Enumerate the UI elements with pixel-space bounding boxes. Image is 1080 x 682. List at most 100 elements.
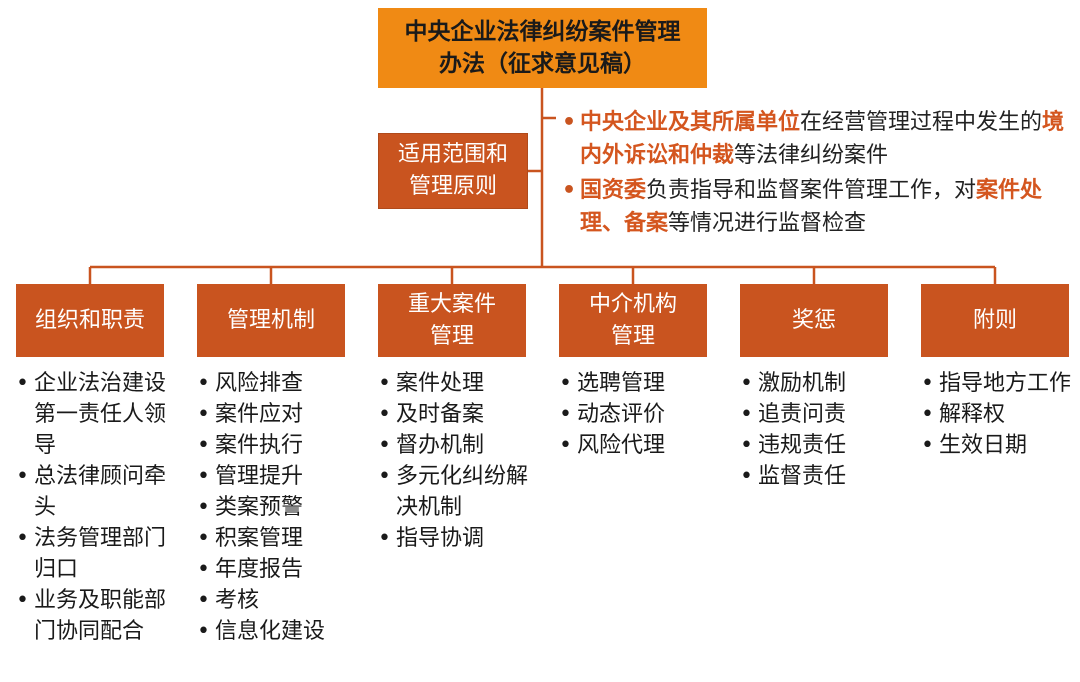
bullet-dot-icon: • bbox=[197, 433, 210, 458]
bullet-dot-icon: • bbox=[16, 371, 29, 396]
bullet-dot-icon: • bbox=[921, 402, 934, 427]
list-item-text: 风险代理 bbox=[577, 433, 666, 458]
category-list-1: •企业法治建设第一责任人领导 •总法律顾问牵头 •法务管理部门归口 •业务及职能… bbox=[14, 368, 166, 647]
scope-title: 适用范围和 管理原则 bbox=[397, 142, 508, 199]
category-title: 中介机构 管理 bbox=[588, 291, 677, 349]
list-item: •案件处理 bbox=[376, 368, 536, 399]
list-item: •案件执行 bbox=[195, 430, 365, 461]
bullet-dot-icon: • bbox=[197, 464, 210, 489]
list-item: •指导地方工作 bbox=[919, 368, 1071, 399]
bullet-dot-icon: • bbox=[378, 433, 391, 458]
list-item: •考核 bbox=[195, 585, 365, 616]
list-item-text: 案件执行 bbox=[215, 433, 304, 458]
bullet-dot-icon: • bbox=[378, 464, 391, 489]
list-item-text: 及时备案 bbox=[396, 402, 485, 427]
list-item: •法务管理部门归口 bbox=[14, 523, 166, 585]
list-item-text: 法务管理部门归口 bbox=[34, 526, 167, 582]
category-list-6: •指导地方工作 •解释权 •生效日期 bbox=[919, 368, 1071, 461]
list-item: •案件应对 bbox=[195, 399, 365, 430]
bullet-highlight: 国资委 bbox=[580, 178, 647, 203]
list-item: •业务及职能部门协同配合 bbox=[14, 585, 166, 647]
category-title: 重大案件 管理 bbox=[407, 291, 496, 349]
list-item: •督办机制 bbox=[376, 430, 536, 461]
bullet-dot-icon: • bbox=[197, 402, 210, 427]
scope-bullet: •国资委负责指导和监督案件管理工作，对案件处理、备案等情况进行监督检查 bbox=[560, 174, 1078, 240]
list-item: •总法律顾问牵头 bbox=[14, 461, 166, 523]
bullet-dot-icon: • bbox=[559, 371, 572, 396]
root-node: 中央企业法律纠纷案件管理 办法（征求意见稿） bbox=[378, 8, 707, 88]
category-list-2: •风险排查 •案件应对 •案件执行 •管理提升 •类案预警 •积案管理 •年度报… bbox=[195, 368, 365, 647]
bullet-dot-icon: • bbox=[378, 371, 391, 396]
list-item: •违规责任 bbox=[738, 430, 898, 461]
list-item-text: 监督责任 bbox=[758, 464, 847, 489]
list-item-text: 管理提升 bbox=[215, 464, 304, 489]
list-item-text: 动态评价 bbox=[577, 402, 666, 427]
list-item: •年度报告 bbox=[195, 554, 365, 585]
bullet-dot-icon: • bbox=[559, 433, 572, 458]
list-item-text: 追责问责 bbox=[758, 402, 847, 427]
list-item: •类案预警 bbox=[195, 492, 365, 523]
bullet-dot-icon: • bbox=[740, 371, 753, 396]
category-title: 组织和职责 bbox=[34, 307, 145, 333]
bullet-dot-icon: • bbox=[197, 557, 210, 582]
list-item-text: 督办机制 bbox=[396, 433, 485, 458]
category-intermediary: 中介机构 管理 bbox=[559, 284, 707, 357]
list-item-text: 多元化纠纷解决机制 bbox=[396, 464, 529, 520]
list-item-text: 案件应对 bbox=[215, 402, 304, 427]
list-item-text: 解释权 bbox=[939, 402, 1006, 427]
list-item-text: 选聘管理 bbox=[577, 371, 666, 396]
category-title: 管理机制 bbox=[226, 307, 315, 333]
bullet-highlight: 中央企业及其所属单位 bbox=[580, 110, 801, 135]
bullet-dot-icon: • bbox=[197, 495, 210, 520]
bullet-text: 等法律纠纷案件 bbox=[734, 143, 889, 168]
list-item: •动态评价 bbox=[557, 399, 717, 430]
bullet-dot-icon: • bbox=[740, 402, 753, 427]
scope-bullets: •中央企业及其所属单位在经营管理过程中发生的境内外诉讼和仲裁等法律纠纷案件 •国… bbox=[560, 106, 1078, 242]
list-item-text: 指导协调 bbox=[396, 526, 485, 551]
bullet-text: 在经营管理过程中发生的 bbox=[800, 110, 1043, 135]
bullet-dot-icon: • bbox=[562, 178, 577, 203]
list-item: •激励机制 bbox=[738, 368, 898, 399]
bullet-dot-icon: • bbox=[378, 526, 391, 551]
list-item: •指导协调 bbox=[376, 523, 536, 554]
bullet-dot-icon: • bbox=[740, 464, 753, 489]
bullet-highlight: 境内外诉讼和仲裁 bbox=[580, 110, 1065, 168]
category-supplementary: 附则 bbox=[921, 284, 1069, 357]
category-title: 奖惩 bbox=[791, 307, 836, 333]
category-rewards-penalties: 奖惩 bbox=[740, 284, 888, 357]
category-list-3: •案件处理 •及时备案 •督办机制 •多元化纠纷解决机制 •指导协调 bbox=[376, 368, 536, 554]
bullet-dot-icon: • bbox=[378, 402, 391, 427]
list-item-text: 企业法治建设第一责任人领导 bbox=[34, 371, 167, 458]
list-item: •积案管理 bbox=[195, 523, 365, 554]
list-item: •生效日期 bbox=[919, 430, 1071, 461]
bullet-dot-icon: • bbox=[197, 526, 210, 551]
list-item: •管理提升 bbox=[195, 461, 365, 492]
list-item-text: 风险排查 bbox=[215, 371, 304, 396]
bullet-dot-icon: • bbox=[197, 371, 210, 396]
category-list-5: •激励机制 •追责问责 •违规责任 •监督责任 bbox=[738, 368, 898, 492]
bullet-text: 负责指导和监督案件管理工作，对 bbox=[646, 178, 977, 203]
list-item: •追责问责 bbox=[738, 399, 898, 430]
bullet-highlight: 案件处理、备案 bbox=[580, 178, 1043, 236]
list-item: •风险排查 bbox=[195, 368, 365, 399]
list-item-text: 激励机制 bbox=[758, 371, 847, 396]
list-item-text: 年度报告 bbox=[215, 557, 304, 582]
list-item-text: 业务及职能部门协同配合 bbox=[34, 588, 167, 644]
bullet-dot-icon: • bbox=[197, 619, 210, 644]
list-item-text: 类案预警 bbox=[215, 495, 304, 520]
list-item-text: 案件处理 bbox=[396, 371, 485, 396]
bullet-dot-icon: • bbox=[16, 464, 29, 489]
list-item: •及时备案 bbox=[376, 399, 536, 430]
bullet-dot-icon: • bbox=[740, 433, 753, 458]
bullet-dot-icon: • bbox=[197, 588, 210, 613]
list-item: •选聘管理 bbox=[557, 368, 717, 399]
list-item: •解释权 bbox=[919, 399, 1071, 430]
bullet-dot-icon: • bbox=[559, 402, 572, 427]
list-item: •监督责任 bbox=[738, 461, 898, 492]
list-item: •企业法治建设第一责任人领导 bbox=[14, 368, 166, 461]
category-mechanism: 管理机制 bbox=[197, 284, 345, 357]
category-list-4: •选聘管理 •动态评价 •风险代理 bbox=[557, 368, 717, 461]
list-item: •信息化建设 bbox=[195, 616, 365, 647]
scope-bullet: •中央企业及其所属单位在经营管理过程中发生的境内外诉讼和仲裁等法律纠纷案件 bbox=[560, 106, 1078, 172]
